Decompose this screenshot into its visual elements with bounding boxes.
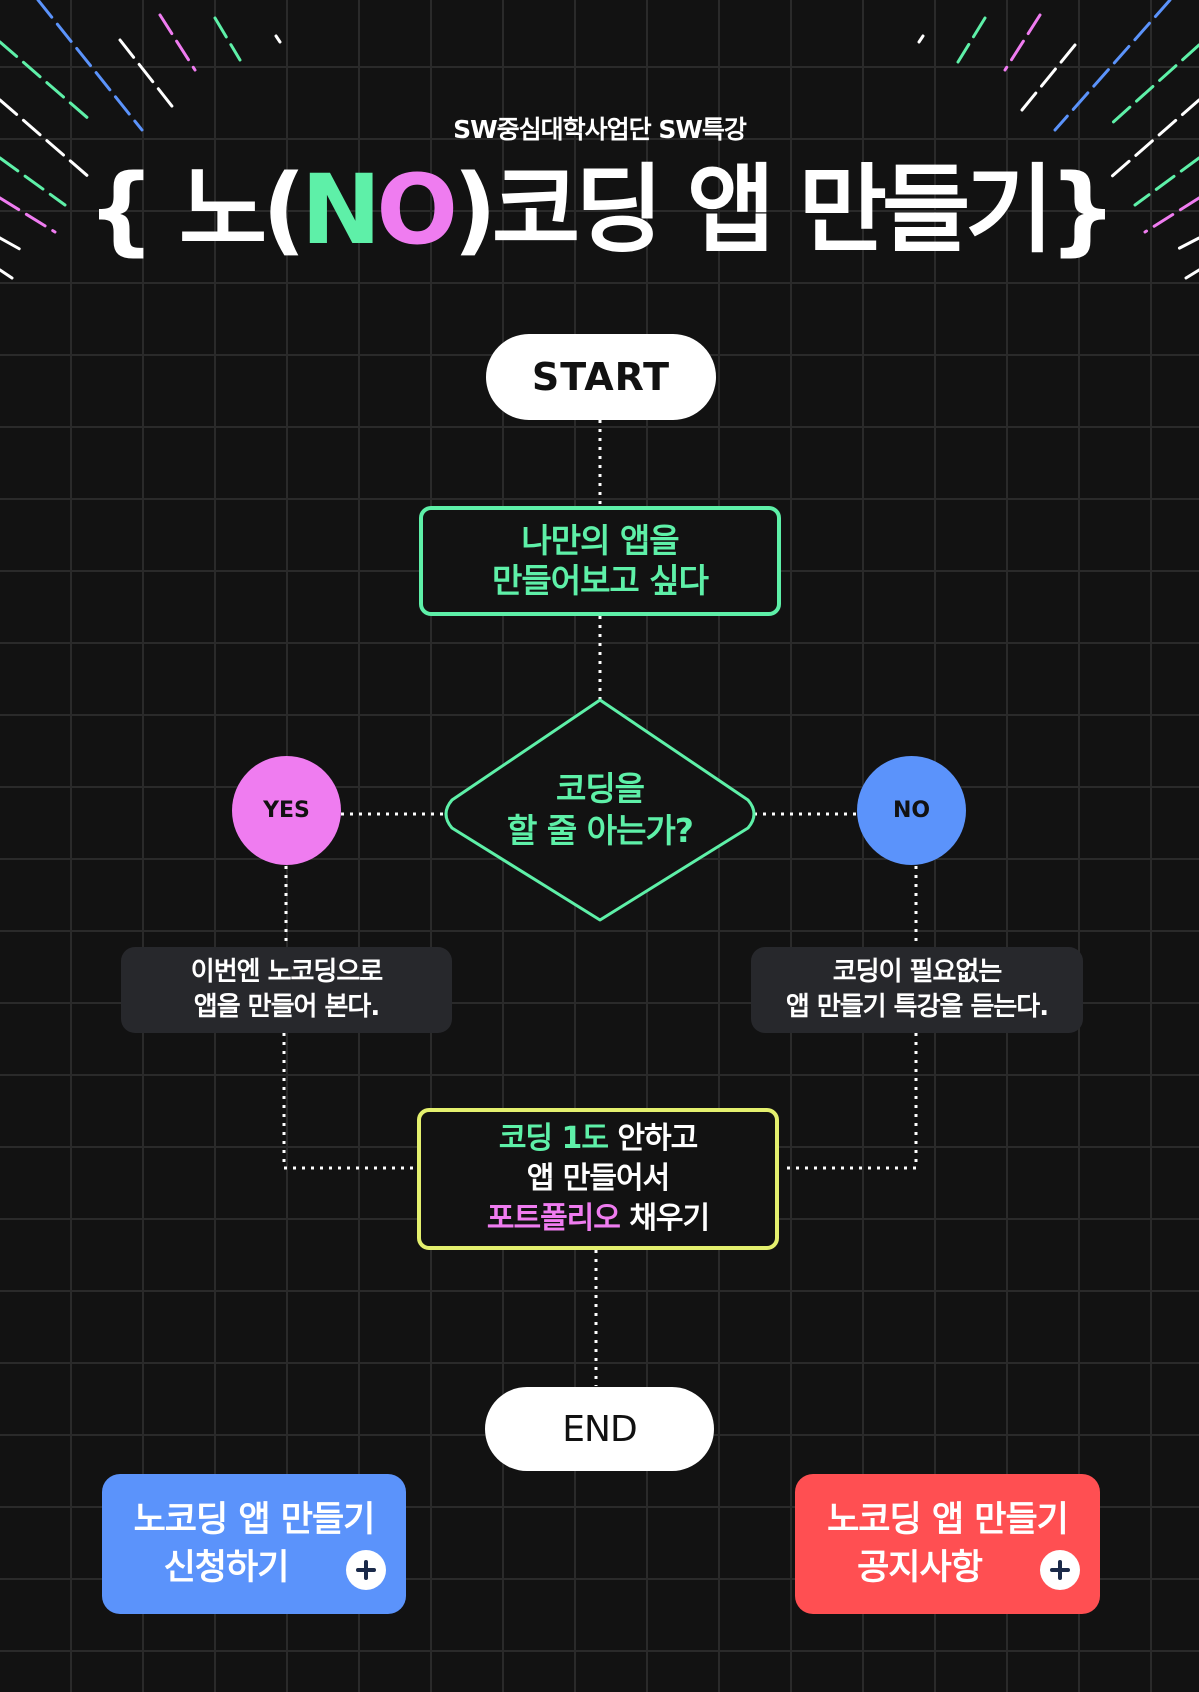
notice-button[interactable]: 노코딩 앱 만들기 공지사항 (795, 1474, 1100, 1614)
no-node: NO (857, 756, 966, 865)
outcome-line1-rest: 안하고 (607, 1121, 698, 1156)
apply-button-line2: 신청하기 (163, 1548, 290, 1588)
outcome-node: 코딩 1도 안하고 앱 만들어서 포트폴리오 채우기 (417, 1108, 779, 1250)
title-close: )코딩 앱 만들기} (452, 154, 1117, 266)
decision-line2: 할 줄 아는가? (507, 811, 694, 850)
yes-result-line1: 이번엔 노코딩으로 (190, 957, 383, 987)
no-result-line1: 코딩이 필요없는 (832, 957, 1002, 987)
step-want-app-line1: 나만의 앱을 (521, 521, 679, 560)
decision-line1: 코딩을 (555, 769, 645, 808)
notice-button-line1: 노코딩 앱 만들기 (827, 1500, 1069, 1540)
title-letter-o: O (376, 154, 458, 266)
end-node: END (485, 1387, 714, 1471)
outcome-line3: 포트폴리오 채우기 (486, 1199, 710, 1239)
outcome-line2: 앱 만들어서 (526, 1161, 670, 1196)
start-node: START (486, 334, 716, 420)
step-want-app: 나만의 앱을 만들어보고 싶다 (419, 506, 781, 616)
outcome-line3-rest: 채우기 (619, 1201, 710, 1236)
decision-node: 코딩을 할 줄 아는가? (460, 745, 740, 875)
yes-result: 이번엔 노코딩으로 앱을 만들어 본다. (121, 947, 452, 1033)
no-result: 코딩이 필요없는 앱 만들기 특강을 듣는다. (751, 947, 1083, 1033)
no-result-line2: 앱 만들기 특강을 듣는다. (785, 992, 1049, 1022)
title-letter-n: N (301, 154, 381, 266)
yes-result-line2: 앱을 만들어 본다. (193, 992, 380, 1022)
outcome-line1-highlight: 코딩 1도 (498, 1121, 609, 1156)
plus-icon (346, 1550, 386, 1590)
apply-button[interactable]: 노코딩 앱 만들기 신청하기 (102, 1474, 406, 1614)
outcome-line1: 코딩 1도 안하고 (498, 1119, 698, 1159)
title-open: { 노( (87, 154, 306, 266)
page-subtitle: SW중심대학사업단 SW특강 (453, 115, 747, 144)
yes-node: YES (232, 756, 341, 865)
apply-button-line1: 노코딩 앱 만들기 (133, 1500, 376, 1540)
plus-icon (1040, 1550, 1080, 1590)
notice-button-line2: 공지사항 (857, 1548, 983, 1588)
page-title: { 노(NO)코딩 앱 만들기} (0, 150, 1199, 270)
outcome-line3-highlight: 포트폴리오 (486, 1201, 621, 1236)
step-want-app-line2: 만들어보고 싶다 (491, 561, 709, 600)
